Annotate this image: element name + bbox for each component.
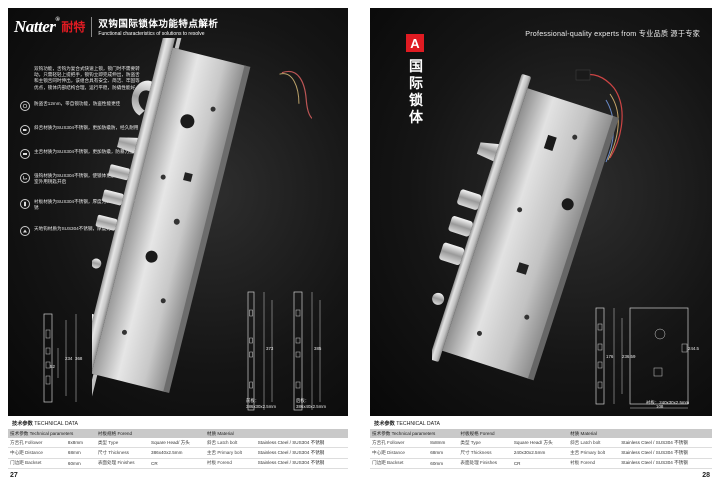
technical-data-table: 技术参数 Technical parameters 衬板规格 Forend 材质… (8, 429, 348, 469)
feature-item: 天地钩材质为SUS304不锈钢，厚度为2.5mm (20, 225, 140, 236)
table-header-cell: 衬板规格 Forend (458, 429, 569, 439)
dimension-236: 236.59 (622, 354, 636, 359)
technical-data-section: 技术参数 TECHNICAL DATA 技术参数 Technical param… (370, 418, 712, 469)
right-dark-panel: Professional-quality experts from 专业品质 源… (370, 8, 712, 416)
table-row: 中心距 Distance 68mm 尺寸 Thickness 240x30x2.… (370, 447, 712, 459)
page-title-cn: 双钩国际锁体功能特点解析 (98, 19, 219, 30)
feature-item: 主舌材质为SUS304不锈钢，更加防撬，防暴力撞击 (20, 148, 140, 159)
brand-divider (91, 16, 93, 37)
feature-item: 强钩材质为SUS304不锈钢，使锁体更加稳固安全，室外用钥匙开启 (20, 172, 140, 185)
feature-text: 主舌材质为SUS304不锈钢，更加防撬，防暴力撞击 (34, 148, 139, 154)
dimension-52: 52 (50, 364, 55, 369)
page-title: 双钩国际锁体功能特点解析 Functional characteristics … (98, 16, 218, 37)
dimension-368: 368 (75, 356, 83, 361)
table-header-cell: 技术参数 Technical parameters (370, 429, 459, 439)
section-title-vertical: 国 际 锁 体 (409, 58, 423, 125)
table-row: 中心距 Distance 68mm 尺寸 Thickness 386x40x2.… (8, 447, 348, 459)
dimension-108: 108 (656, 404, 664, 409)
left-dark-panel: Natter® 耐特 双钩国际锁体功能特点解析 Functional chara… (8, 8, 348, 416)
table-header-cell: 技术参数 Technical parameters (8, 429, 96, 439)
brand-cn-name: 耐特 (61, 20, 86, 34)
table-header-row: 技术参数 Technical parameters 衬板规格 Forend 材质… (8, 429, 348, 439)
front-plate-drawing (43, 313, 77, 403)
page-number: 28 (702, 472, 710, 479)
technical-data-table: 技术参数 Technical parameters 衬板规格 Forend 材质… (370, 429, 712, 469)
dimension-385: 385 (314, 346, 322, 351)
dimension-176: 176 (606, 354, 614, 359)
feature-intro: 双钩功能，舌钩为复合式快速上锁，锁门时不需要转动，只需轻轻上提把手，锁钩立即完成… (34, 66, 140, 90)
bolt-icon (20, 148, 30, 159)
section-badge: A (406, 34, 424, 52)
right-page: Professional-quality experts from 专业品质 源… (364, 0, 720, 488)
feature-item: 防盗舌12mm，带自锁功能，防盗性能更佳 (20, 100, 140, 111)
left-page: Natter® 耐特 双钩国际锁体功能特点解析 Functional chara… (0, 0, 356, 488)
feature-text: 天地钩材质为SUS304不锈钢，厚度为2.5mm (34, 225, 125, 231)
back-plate-spec: 后板： 386x40x2.5mm (296, 398, 327, 409)
table-row: 门边距 Backset 60mm 表面处理 Finishes CR 衬板 For… (8, 458, 348, 469)
lock-body-drawing (595, 307, 689, 409)
feature-text: 衬板材质为SUS304不锈钢，厚度为3.0mm，永不生锈 (34, 199, 139, 211)
technical-data-heading: 技术参数 TECHNICAL DATA (374, 421, 440, 427)
feature-list: 双钩功能，舌钩为复合式快速上锁，锁门时不需要转动，只需轻轻上提把手，锁钩立即完成… (20, 66, 140, 250)
page-number: 27 (10, 472, 18, 479)
technical-data-heading: 技术参数 TECHNICAL DATA (12, 421, 78, 427)
hook-icon (20, 172, 30, 183)
feature-text: 强钩材质为SUS304不锈钢，使锁体更加稳固安全，室外用钥匙开启 (34, 172, 139, 185)
latch-icon (20, 124, 30, 135)
table-header-cell: 材质 Material (204, 429, 348, 439)
feature-item: 衬板材质为SUS304不锈钢，厚度为3.0mm，永不生锈 (20, 199, 140, 211)
front-plate-spec: 前板： 386x30x2.5mm (246, 398, 277, 409)
table-row: 方舌孔 Follower 8x8mm 类型 Type Square Head/ … (370, 438, 712, 449)
ring-icon (20, 100, 30, 111)
feature-item: 斜舌材质为SUS304不锈钢，更加防撬防，经久耐用 (20, 124, 140, 135)
dimension-244: 244.5 (688, 346, 699, 351)
natter-logo: Natter® (14, 16, 60, 36)
side-plate-drawings (247, 291, 321, 411)
feature-text: 斜舌材质为SUS304不锈钢，更加防撬防，经久耐用 (34, 124, 139, 130)
feature-text: 防盗舌12mm，带自锁功能，防盗性能更佳 (34, 100, 121, 106)
table-row: 门边距 Backset 60mm 表面处理 Finishes CR 衬板 For… (370, 458, 712, 469)
international-lock-image (432, 69, 623, 381)
brand-header: Natter® 耐特 双钩国际锁体功能特点解析 Functional chara… (14, 16, 218, 37)
plate-icon (20, 199, 30, 210)
dimension-373: 373 (266, 346, 274, 351)
page-title-en: Functional characteristics of solutions … (98, 31, 205, 37)
dimension-234: 234 (65, 356, 73, 361)
double-hook-lock-image (92, 38, 312, 397)
table-row: 方舌孔 Follower 8x8mm 类型 Type Square Head/ … (8, 438, 348, 449)
table-header-cell: 材质 Material (568, 429, 712, 439)
forend-spec-caption: 衬板：240x30x2.5mm (646, 400, 690, 405)
table-header-cell: 衬板规格 Forend (95, 429, 205, 439)
technical-data-section: 技术参数 TECHNICAL DATA 技术参数 Technical param… (8, 418, 348, 469)
quality-slogan: Professional-quality experts from 专业品质 源… (525, 29, 700, 38)
table-header-row: 技术参数 Technical parameters 衬板规格 Forend 材质… (370, 429, 712, 439)
cover-icon (20, 225, 30, 236)
